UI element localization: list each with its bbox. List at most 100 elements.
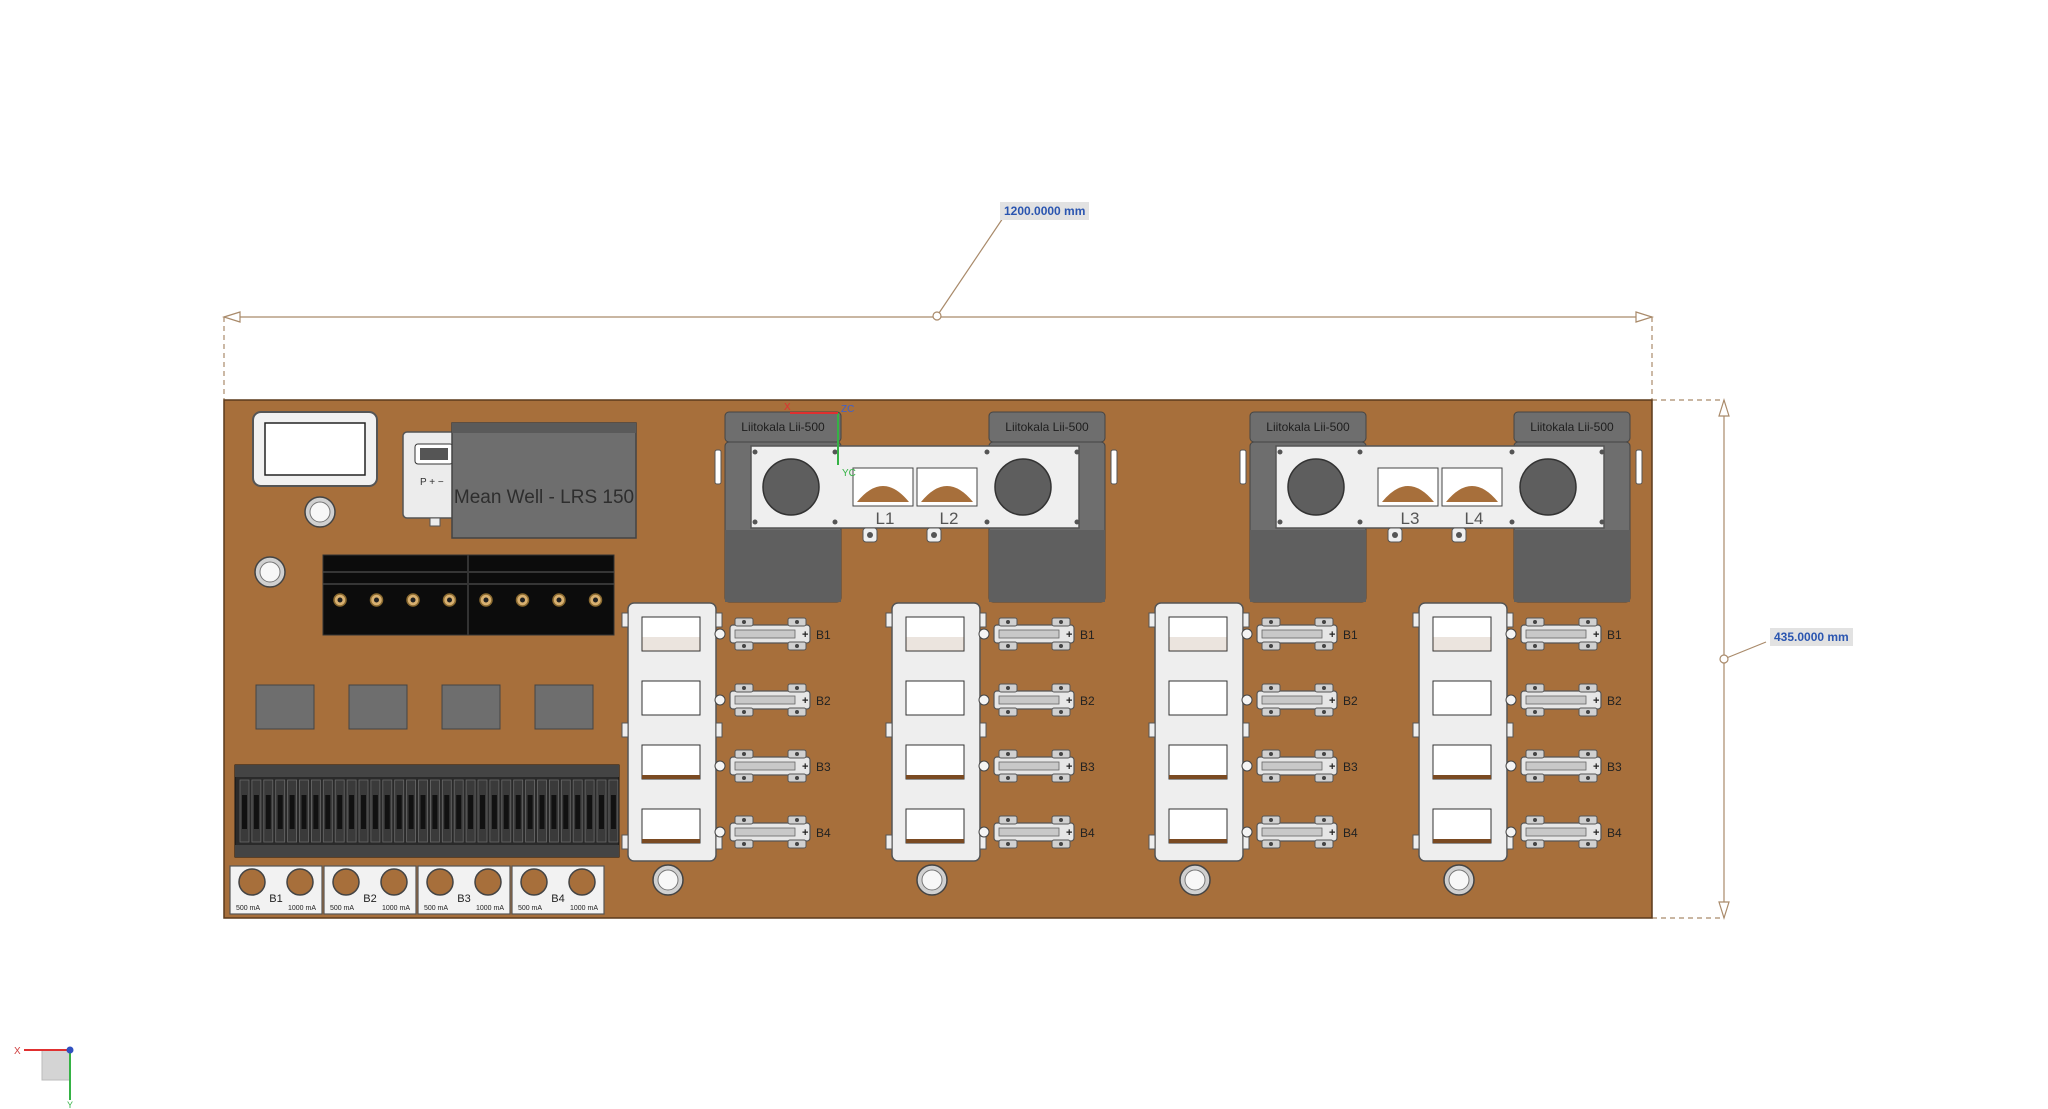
- channel-led: [1241, 628, 1253, 640]
- current-switch-low: [238, 868, 266, 896]
- fuse-slot: [394, 779, 405, 843]
- channel-led: [1505, 826, 1517, 838]
- channel-led: [978, 628, 990, 640]
- power-supply: Mean Well - LRS 150: [451, 422, 637, 539]
- fuse-slot: [525, 779, 535, 843]
- channel-led: [1505, 628, 1517, 640]
- switch-group-label: B3: [457, 893, 470, 905]
- fuse-slot: [287, 779, 298, 843]
- timer-keys: P + −: [420, 477, 444, 488]
- fuse-slot: [239, 779, 250, 843]
- bay-label: L4: [1465, 509, 1484, 528]
- mount-bracket: L3 L4: [1275, 445, 1605, 543]
- current-high-label: 1000 mA: [288, 905, 316, 912]
- led-panel: [1412, 602, 1514, 862]
- slot-label: B4: [1080, 826, 1095, 840]
- current-low-label: 500 mA: [518, 905, 542, 912]
- fuse-slot: [453, 779, 464, 843]
- triad-x-label: X: [14, 1046, 21, 1057]
- terminal-block: [322, 554, 615, 636]
- display-window: [252, 411, 378, 487]
- terminal-pins: [333, 593, 603, 607]
- battery-bay: L3: [1377, 467, 1439, 543]
- fuse-slot: [310, 779, 321, 843]
- current-high-label: 1000 mA: [570, 905, 598, 912]
- slot-label: B2: [816, 694, 831, 708]
- fuse-slot: [441, 779, 452, 843]
- current-switch-high: [286, 868, 314, 896]
- current-high-label: 1000 mA: [382, 905, 410, 912]
- charger-label: Liitokala Lii-500: [1530, 420, 1614, 434]
- charger-label: Liitokala Lii-500: [741, 420, 825, 434]
- channel-led: [978, 826, 990, 838]
- fuse-slot: [560, 779, 571, 843]
- height-dimension-label[interactable]: 435.0000 mm: [1770, 628, 1853, 646]
- fuse-slot: [346, 779, 357, 843]
- fuse-slot: [406, 779, 417, 843]
- origin-z-label: ZC: [841, 404, 854, 415]
- channel-led: [714, 760, 726, 772]
- charger-label: Liitokala Lii-500: [1005, 420, 1089, 434]
- slot-label: B1: [1080, 628, 1095, 642]
- slot-label: B4: [1343, 826, 1358, 840]
- origin-x-label: X: [784, 402, 791, 413]
- fuse-slot: [572, 779, 583, 843]
- fuse-slot: [549, 779, 559, 843]
- fuse-slot: [537, 779, 547, 843]
- bay-label: L2: [940, 509, 959, 528]
- fuse-slot: [263, 779, 274, 843]
- fuse-slot: [358, 779, 369, 843]
- channel-button: [1179, 864, 1211, 896]
- switch-group-b1: B1 500 mA 1000 mA: [229, 865, 323, 915]
- aux-button: [254, 556, 286, 588]
- led-panel: [1148, 602, 1250, 862]
- current-switch-low: [520, 868, 548, 896]
- channel-button: [916, 864, 948, 896]
- current-switch-high: [474, 868, 502, 896]
- channel-led: [1505, 760, 1517, 772]
- current-low-label: 500 mA: [330, 905, 354, 912]
- channel-led: [1241, 826, 1253, 838]
- slot-label: B3: [1343, 760, 1358, 774]
- current-switch-low: [426, 868, 454, 896]
- width-dimension-label[interactable]: 1200.0000 mm: [1000, 202, 1090, 220]
- slot-label: B1: [1607, 628, 1622, 642]
- channel-led: [1241, 760, 1253, 772]
- bay-label: L3: [1401, 509, 1420, 528]
- relay-pads: [255, 684, 594, 730]
- switch-group-label: B1: [269, 893, 282, 905]
- fuse-slot: [596, 779, 607, 843]
- terminal-pin: [369, 593, 384, 607]
- current-switch-low: [332, 868, 360, 896]
- channel-led: [714, 826, 726, 838]
- fuse-slot: [429, 779, 440, 843]
- channel-led: [978, 760, 990, 772]
- current-switch-high: [380, 868, 408, 896]
- channel-led: [714, 694, 726, 706]
- terminal-pin: [406, 593, 420, 607]
- height-dimension: [1652, 397, 1767, 921]
- view-triad[interactable]: X Y: [14, 1046, 74, 1109]
- slot-label: B4: [1607, 826, 1622, 840]
- fuse-slot: [370, 779, 381, 843]
- charger-label: Liitokala Lii-500: [1266, 420, 1350, 434]
- slot-label: B1: [816, 628, 831, 642]
- fuse-slot: [477, 779, 488, 843]
- fuse-slot: [489, 779, 500, 843]
- terminal-pin: [479, 593, 493, 607]
- slot-label: B3: [816, 760, 831, 774]
- current-low-label: 500 mA: [236, 905, 260, 912]
- switch-group-label: B2: [363, 893, 376, 905]
- main-button: [304, 496, 336, 528]
- fuse-slot: [334, 779, 345, 843]
- current-switch-high: [568, 868, 596, 896]
- led-panel: [621, 602, 723, 862]
- slot-label: B3: [1607, 760, 1622, 774]
- relay-3: [441, 684, 501, 730]
